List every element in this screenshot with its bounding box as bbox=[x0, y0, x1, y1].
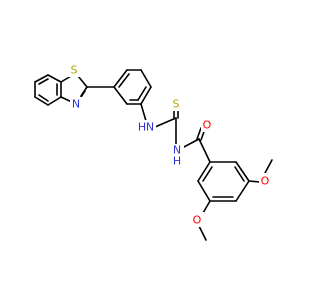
bond bbox=[47, 74, 62, 83]
bond bbox=[202, 166, 213, 182]
background bbox=[0, 0, 300, 300]
nh-hydrogen-label: H bbox=[173, 155, 181, 168]
bond bbox=[140, 103, 147, 122]
bond bbox=[198, 138, 211, 163]
bond bbox=[140, 86, 152, 105]
bond bbox=[140, 69, 152, 88]
bond bbox=[77, 75, 88, 88]
nh-nitrogen-label: N bbox=[146, 121, 154, 134]
bond bbox=[181, 138, 200, 149]
bond bbox=[137, 86, 147, 101]
bond bbox=[197, 161, 211, 182]
bond bbox=[248, 180, 261, 183]
nh-nitrogen-label: N bbox=[173, 144, 181, 157]
bond bbox=[264, 159, 273, 174]
bond bbox=[47, 96, 62, 106]
carbonyl-oxygen-label: O bbox=[203, 119, 212, 132]
bond bbox=[38, 78, 49, 85]
bond bbox=[202, 200, 211, 214]
nitrogen-atom-label: N bbox=[72, 98, 80, 111]
bond bbox=[234, 166, 245, 182]
label-backdrop bbox=[138, 120, 156, 135]
label-backdrop bbox=[68, 62, 81, 77]
atom-label-layer: S N N H S N H O O O bbox=[68, 62, 272, 227]
bond bbox=[38, 94, 49, 102]
bond bbox=[118, 73, 130, 88]
label-backdrop bbox=[170, 144, 184, 166]
thione-sulfur-label: S bbox=[173, 98, 180, 111]
methoxy-oxygen-label: O bbox=[193, 214, 202, 227]
bond bbox=[235, 180, 250, 202]
bond bbox=[34, 96, 49, 106]
label-backdrop bbox=[259, 173, 272, 188]
label-backdrop bbox=[191, 212, 204, 227]
label-backdrop bbox=[201, 118, 214, 132]
bond-layer bbox=[34, 69, 273, 241]
bond bbox=[235, 161, 250, 182]
bond bbox=[113, 69, 128, 88]
label-backdrop bbox=[70, 97, 83, 112]
sulfur-atom-label: S bbox=[71, 64, 78, 77]
bond bbox=[154, 117, 177, 128]
bond bbox=[113, 86, 128, 105]
nh-hydrogen-label: H bbox=[138, 121, 146, 134]
molecule-structure-diagram: S N N H S N H O O O bbox=[0, 0, 300, 300]
bond bbox=[197, 180, 211, 202]
label-backdrop bbox=[170, 97, 183, 111]
bond bbox=[198, 225, 207, 241]
bond bbox=[34, 74, 49, 83]
bond bbox=[196, 127, 202, 140]
methoxy-oxygen-label: O bbox=[261, 175, 270, 188]
